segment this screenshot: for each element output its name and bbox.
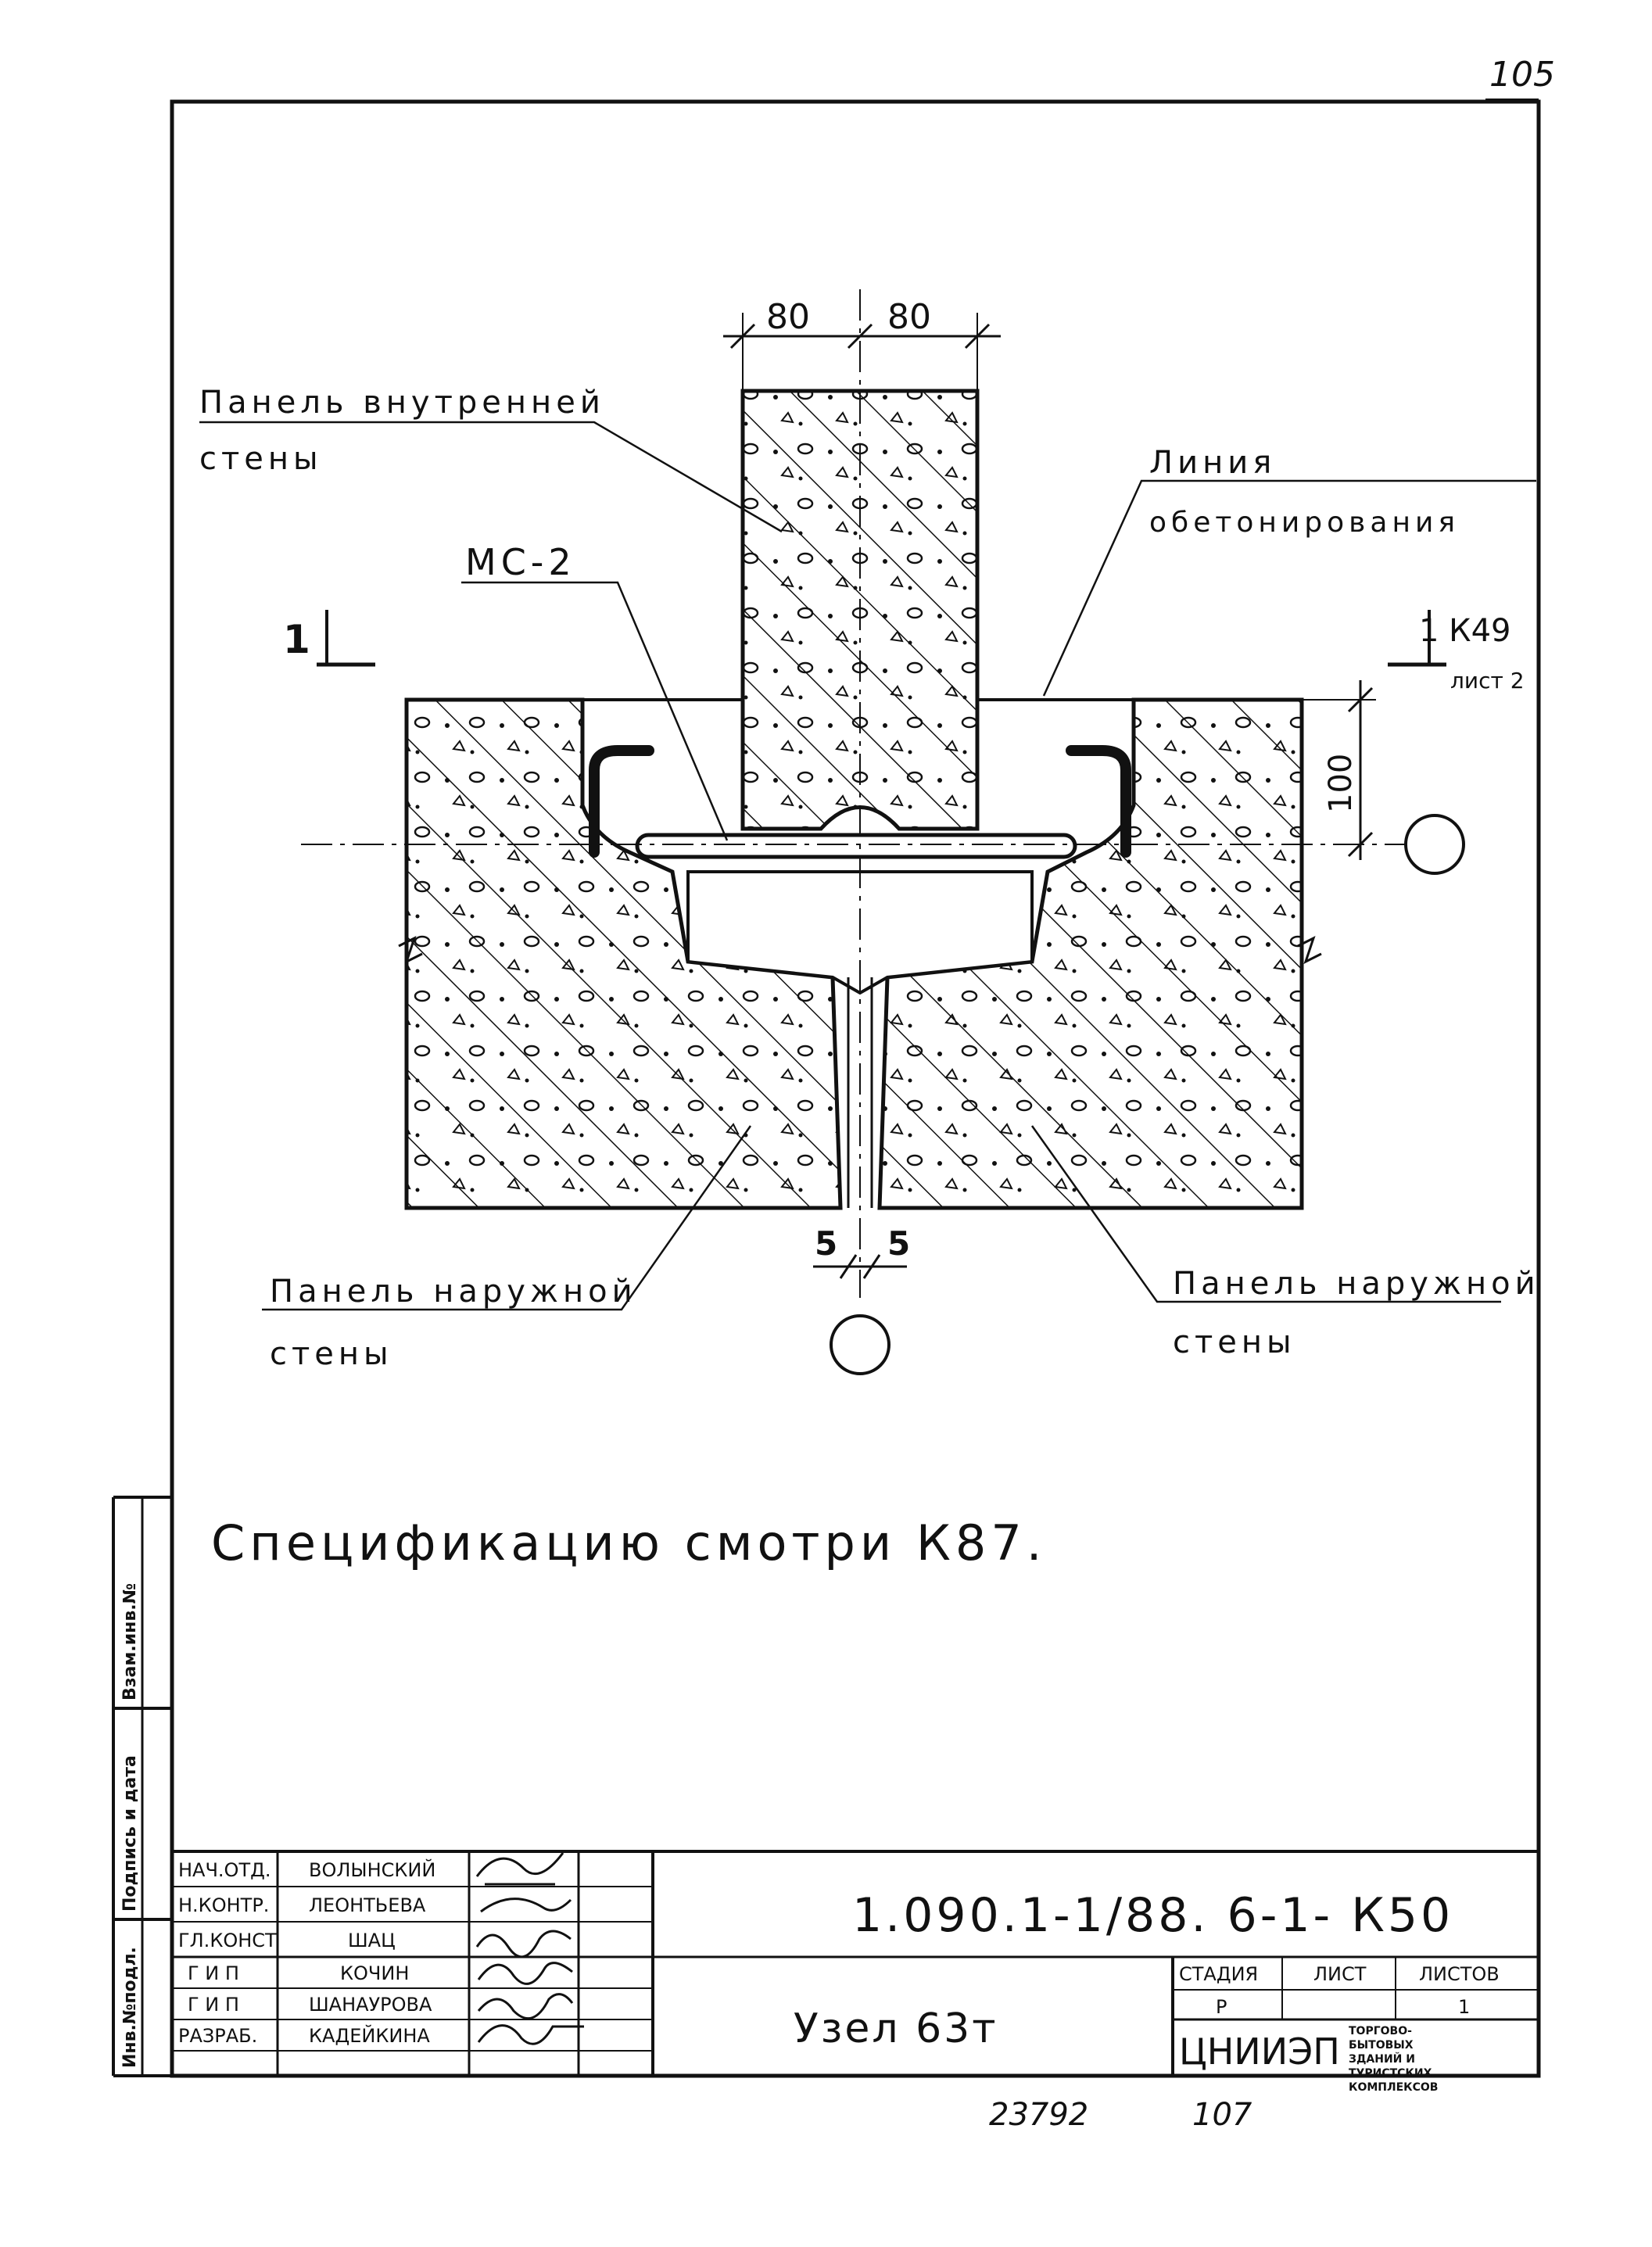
footer-inv-no: 23792 — [989, 2097, 1088, 2133]
role-5: РАЗРАБ. — [178, 2025, 257, 2047]
label-inner-panel-1: Панель внутренней — [199, 385, 605, 421]
org-desc-0: ТОРГОВО- — [1349, 2025, 1412, 2037]
axis-marker-bottom — [830, 1314, 891, 1375]
axis-marker-right — [1404, 814, 1465, 875]
dim-gap-left: 5 — [815, 1224, 837, 1263]
sheet-number: 105 — [1489, 55, 1555, 95]
sheet-header: ЛИСТ — [1313, 1963, 1367, 1985]
dim-top-left: 80 — [766, 297, 810, 337]
dim-top-right: 80 — [887, 297, 931, 337]
title-block: НАЧ.ОТД. ВОЛЫНСКИЙ Н.КОНТР. ЛЕОНТЬЕВА ГЛ… — [172, 1850, 1539, 2094]
label-section-right: 1 К49 — [1419, 613, 1510, 649]
name-5: КАДЕЙКИНА — [309, 2024, 430, 2047]
stage-header: СТАДИЯ — [1179, 1963, 1258, 1985]
label-line-1: Линия — [1149, 445, 1276, 481]
stamp-podpis: Подпись и дата — [120, 1755, 140, 1912]
name-4: ШАНАУРОВА — [309, 1994, 432, 2016]
outer-wall-panel-right — [877, 697, 1304, 1210]
label-mc2: МС-2 — [465, 541, 576, 583]
specification-note: Спецификацию смотри К87. — [211, 1514, 1047, 1571]
signatures — [475, 1852, 584, 2045]
label-outer-left-1: Панель наружной — [270, 1274, 637, 1310]
org-desc-2: ЗДАНИЙ И — [1349, 2052, 1415, 2066]
org-desc-1: БЫТОВЫХ — [1349, 2039, 1414, 2052]
role-0: НАЧ.ОТД. — [178, 1859, 271, 1881]
name-1: ЛЕОНТЬЕВА — [309, 1894, 426, 1916]
sheets-value: 1 — [1458, 1996, 1470, 2018]
drawing-code: 1.090.1-1/88. 6-1- К50 — [852, 1888, 1453, 1943]
joint-detail: Панель внутренней стены Линия обетониров… — [199, 289, 1540, 1375]
drawing-name: Узел 63т — [794, 2005, 998, 2052]
label-line-2: обетонирования — [1149, 507, 1460, 539]
label-inner-panel-2: стены — [199, 441, 323, 477]
role-3: Г И П — [188, 1962, 239, 1984]
stage-value: Р — [1216, 1996, 1227, 2018]
role-1: Н.КОНТР. — [178, 1894, 269, 1916]
org-desc-4: КОМПЛЕКСОВ — [1349, 2081, 1438, 2094]
role-4: Г И П — [188, 1994, 239, 2016]
label-outer-right-1: Панель наружной — [1173, 1266, 1540, 1302]
footer-page: 107 — [1192, 2097, 1252, 2133]
sheet-frame — [170, 99, 1541, 2078]
sheets-header: ЛИСТОВ — [1419, 1963, 1500, 1985]
stamp-inv: Инв.№подл. — [120, 1947, 140, 2068]
dim-side: 100 — [1323, 754, 1359, 813]
role-2: ГЛ.КОНСТ — [178, 1930, 277, 1951]
org-desc-3: ТУРИСТСКИХ — [1349, 2067, 1432, 2080]
label-section-left: 1 — [283, 617, 310, 662]
dim-gap-right: 5 — [887, 1224, 910, 1263]
side-stamp: Взам.инв.№ Подпись и дата Инв.№подл. — [112, 1496, 172, 2077]
label-outer-right-2: стены — [1173, 1324, 1296, 1360]
name-0: ВОЛЫНСКИЙ — [309, 1858, 435, 1881]
label-section-right-sheet: лист 2 — [1450, 668, 1525, 693]
org-name: ЦНИИЭП — [1179, 2030, 1340, 2073]
mc2-bar — [635, 833, 1077, 859]
stamp-vzam: Взам.инв.№ — [120, 1583, 140, 1700]
name-3: КОЧИН — [340, 1962, 409, 1984]
label-outer-left-2: стены — [270, 1336, 393, 1372]
name-2: ШАЦ — [348, 1930, 396, 1951]
